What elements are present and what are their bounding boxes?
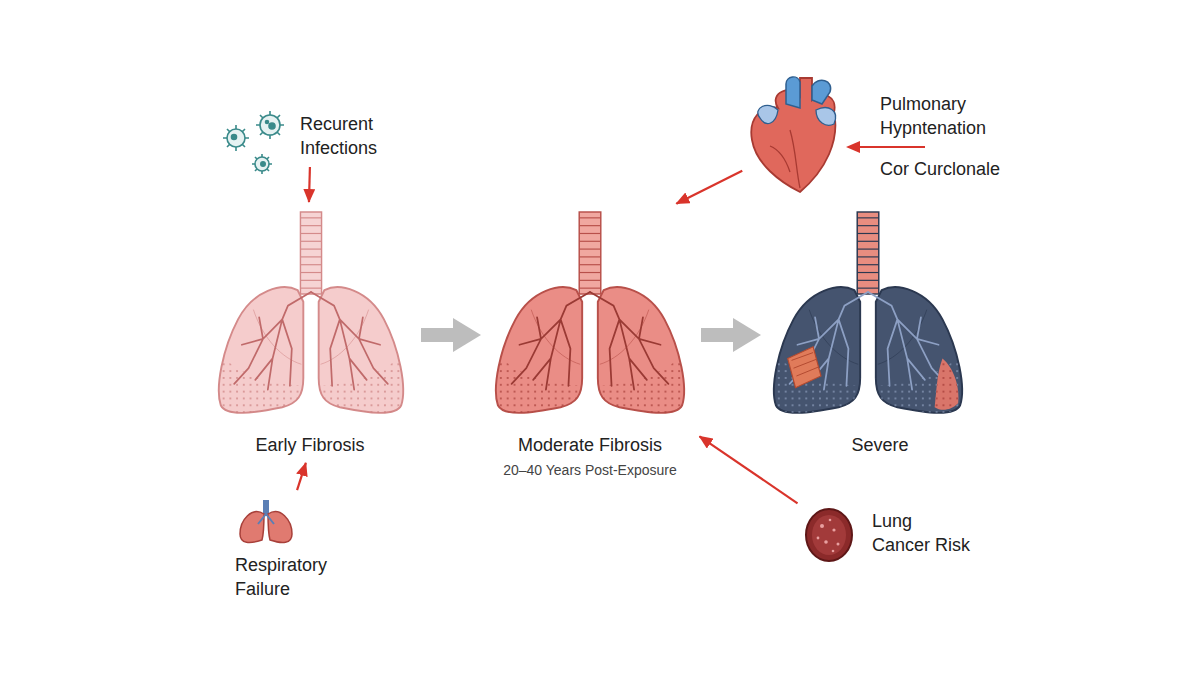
stage-node: Respiratory Failure bbox=[230, 493, 365, 605]
leader-arrowhead bbox=[846, 141, 860, 153]
callout-arrow bbox=[308, 167, 311, 202]
heart-icon bbox=[751, 77, 835, 192]
stage-node: Moderate Fibrosis 20–40 Years Post-Exposu… bbox=[485, 205, 697, 485]
node-label: Recurent Infections bbox=[300, 112, 400, 160]
tumor-cell-icon bbox=[806, 509, 852, 561]
stage-node: Recurent Infections bbox=[218, 108, 402, 164]
progression-arrow bbox=[701, 328, 739, 342]
stage-node: Severe bbox=[765, 205, 997, 460]
node-label: Respiratory Failure bbox=[235, 553, 353, 601]
node-label: Early Fibrosis bbox=[205, 433, 415, 457]
stage-node: Pulmonary HypntenationCor Curclonale bbox=[740, 75, 1030, 210]
lung-illustrations bbox=[219, 212, 962, 413]
node-label: Severe bbox=[765, 433, 995, 457]
germ-icons bbox=[223, 111, 284, 174]
progression-arrow bbox=[421, 328, 459, 342]
node-label: Lung Cancer Risk bbox=[872, 509, 972, 557]
callout-arrow bbox=[699, 436, 797, 503]
stage-node: Lung Cancer Risk bbox=[800, 505, 995, 567]
leader-arrow bbox=[858, 146, 925, 148]
node-label: Cor Curclonale bbox=[880, 157, 1000, 181]
callout-arrow bbox=[676, 171, 742, 204]
callout-arrow bbox=[297, 463, 306, 490]
node-label: Pulmonary Hypntenation bbox=[880, 92, 1010, 140]
small-lungs-icon bbox=[240, 500, 292, 542]
stage-node: Early Fibrosis bbox=[205, 205, 417, 460]
node-label: 20–40 Years Post-Exposure bbox=[485, 461, 695, 479]
node-label: Moderate Fibrosis bbox=[485, 433, 695, 457]
